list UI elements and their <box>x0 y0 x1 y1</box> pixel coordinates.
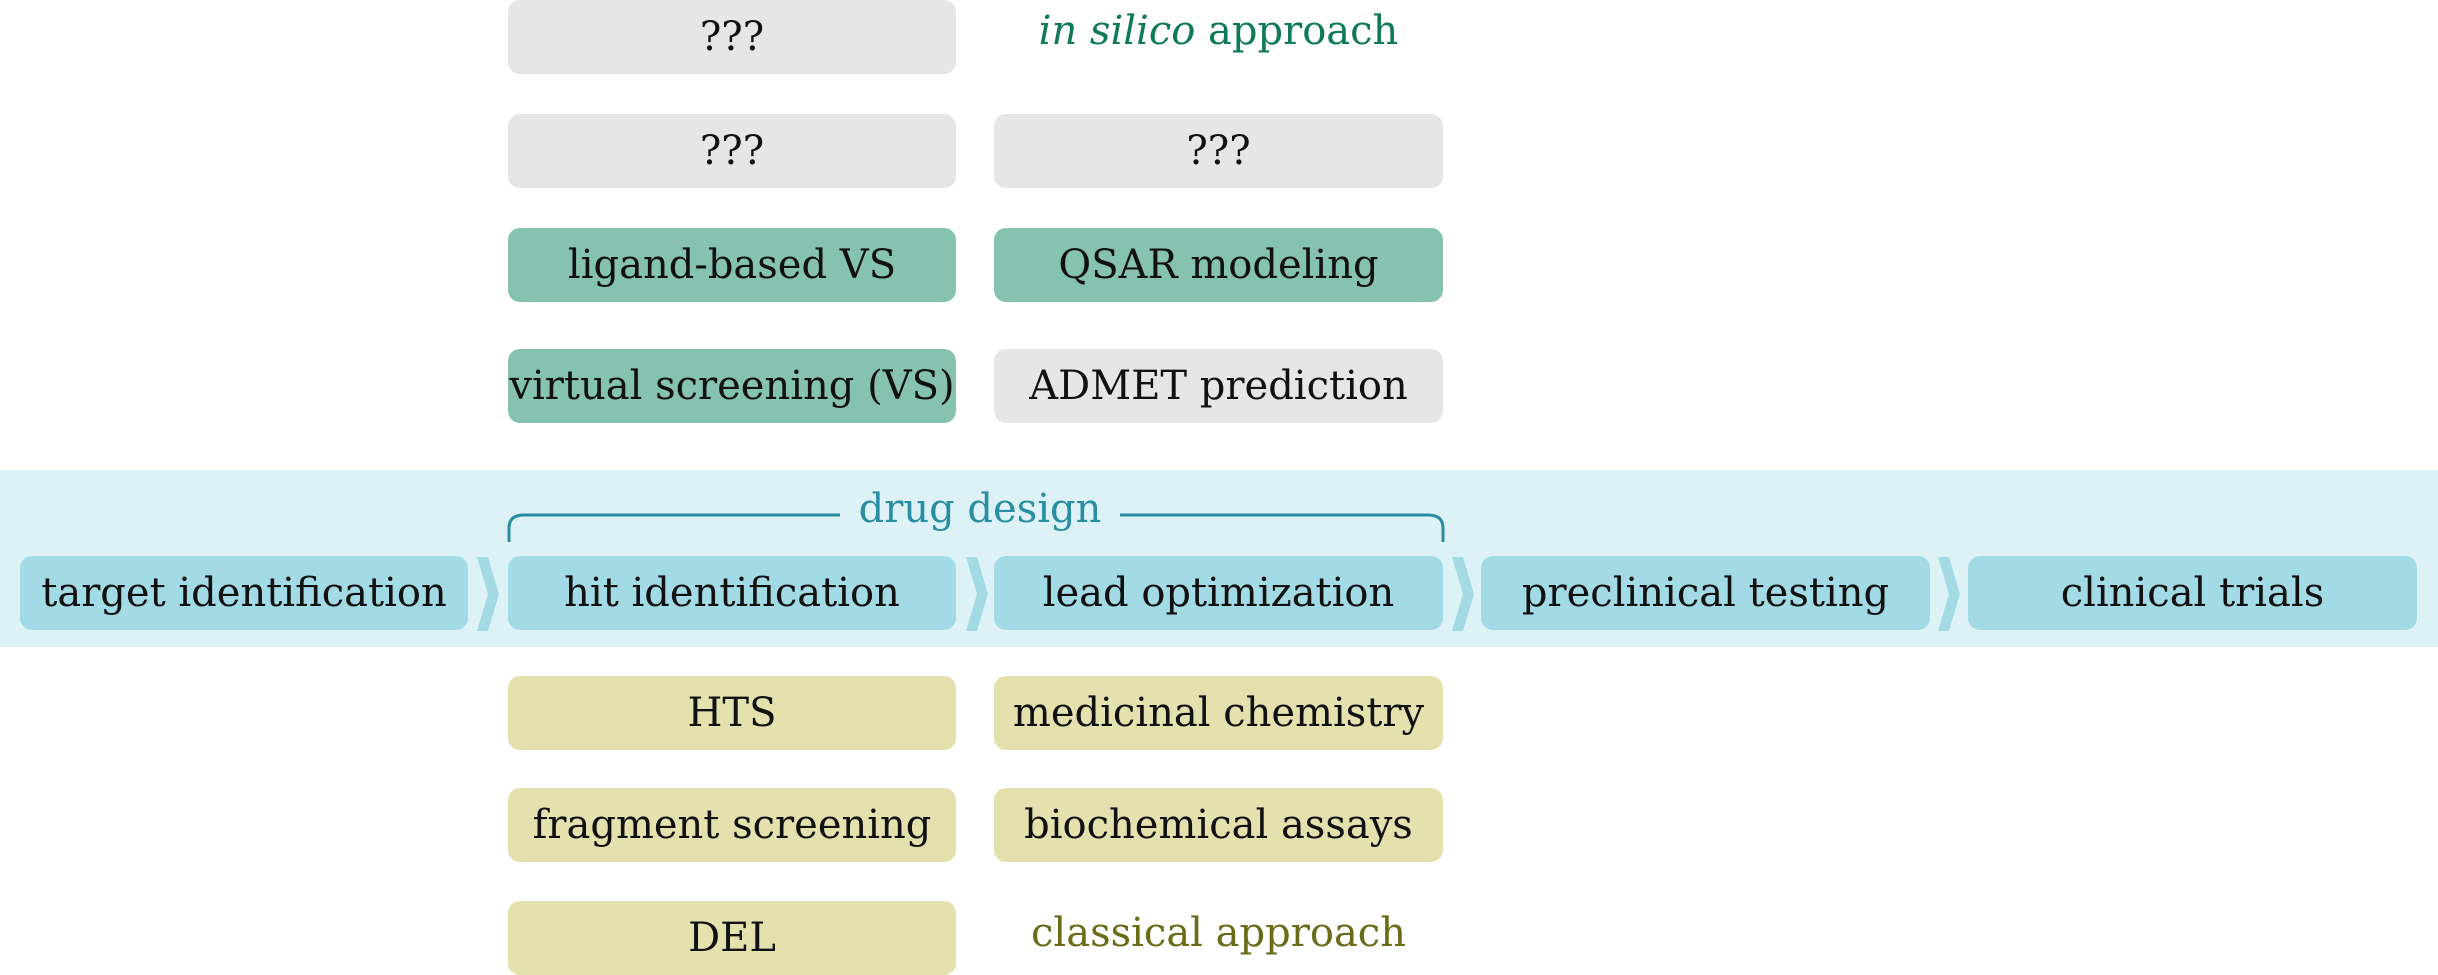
chevron-arrow-icon <box>1938 557 1960 631</box>
in-silico-col2-box-1: ??? <box>994 114 1443 188</box>
in-silico-italic-text: in silico <box>1038 8 1196 54</box>
classical-approach-label: classical approach <box>1031 910 1406 956</box>
in-silico-col1-box-1: ??? <box>508 0 956 74</box>
hts-box: HTS <box>508 676 956 750</box>
chevron-arrow-icon <box>966 557 988 631</box>
in-silico-col1-box-2: ??? <box>508 114 956 188</box>
ligand-based-vs-box: ligand-based VS <box>508 228 956 302</box>
chevron-arrow-icon <box>1452 557 1474 631</box>
chevron-arrow-icon <box>477 557 499 631</box>
qsar-modeling-box: QSAR modeling <box>994 228 1443 302</box>
admet-prediction-box: ADMET prediction <box>994 349 1443 423</box>
stage-preclinical-testing: preclinical testing <box>1481 556 1930 630</box>
drug-design-label: drug design <box>840 486 1120 532</box>
stage-lead-optimization: lead optimization <box>994 556 1443 630</box>
virtual-screening-box: virtual screening (VS) <box>508 349 956 423</box>
medicinal-chemistry-box: medicinal chemistry <box>994 676 1443 750</box>
biochemical-assays-box: biochemical assays <box>994 788 1443 862</box>
in-silico-approach-label: in silico approach <box>994 8 1443 54</box>
stage-clinical-trials: clinical trials <box>1968 556 2417 630</box>
stage-target-identification: target identification <box>20 556 468 630</box>
fragment-screening-box: fragment screening <box>508 788 956 862</box>
del-box: DEL <box>508 901 956 975</box>
approach-text: approach <box>1195 8 1399 54</box>
stage-hit-identification: hit identification <box>508 556 956 630</box>
